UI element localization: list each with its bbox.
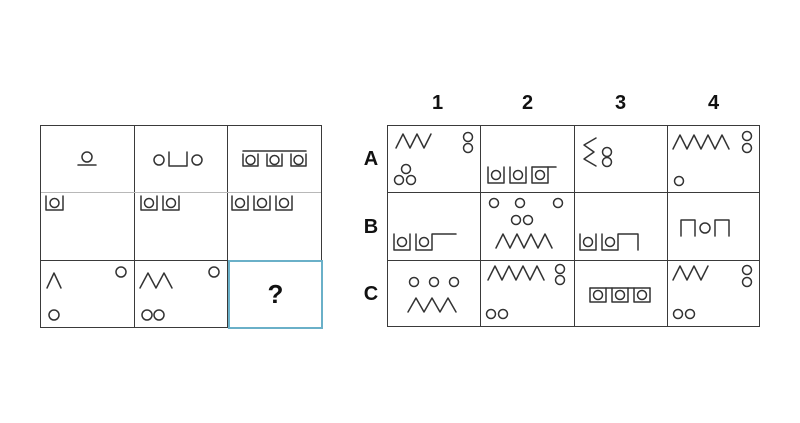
option-a3[interactable] (574, 126, 667, 192)
missing-answer-cell[interactable]: ? (228, 260, 323, 329)
row-label-b: B (363, 216, 379, 238)
option-c3[interactable] (574, 260, 667, 328)
answer-options-grid (387, 125, 760, 327)
matrix-cell-3-2 (134, 260, 227, 329)
matrix-divider (41, 260, 321, 261)
option-b2[interactable] (480, 192, 574, 260)
option-b4[interactable] (667, 192, 761, 260)
question-mark: ? (267, 279, 284, 309)
option-a4[interactable] (667, 126, 761, 192)
column-label-3: 3 (614, 92, 627, 114)
matrix-divider (134, 126, 135, 327)
option-b1[interactable] (388, 192, 480, 260)
matrix-cell-1-3 (227, 126, 323, 192)
options-divider (574, 126, 575, 326)
matrix-divider (41, 192, 321, 193)
option-c1[interactable] (388, 260, 480, 328)
option-c4[interactable] (667, 260, 761, 328)
options-divider (388, 260, 759, 261)
options-divider (667, 126, 668, 326)
options-divider (388, 192, 759, 193)
column-label-2: 2 (521, 92, 534, 114)
column-label-4: 4 (707, 92, 720, 114)
puzzle-matrix: ? (40, 125, 323, 329)
option-c2[interactable] (480, 260, 574, 328)
options-divider (480, 126, 481, 326)
matrix-divider (227, 126, 228, 327)
option-a1[interactable] (388, 126, 480, 192)
option-a2[interactable] (480, 126, 574, 192)
column-label-1: 1 (431, 92, 444, 114)
matrix-cell-1-2 (134, 126, 227, 192)
row-label-a: A (363, 148, 379, 170)
matrix-cell-2-1 (41, 192, 134, 260)
matrix-cell-1-1 (41, 126, 134, 192)
row-label-c: C (363, 283, 379, 305)
matrix-cell-3-1 (41, 260, 134, 329)
matrix-cell-2-2 (134, 192, 227, 260)
matrix-cell-2-3 (227, 192, 323, 260)
option-b3[interactable] (574, 192, 667, 260)
